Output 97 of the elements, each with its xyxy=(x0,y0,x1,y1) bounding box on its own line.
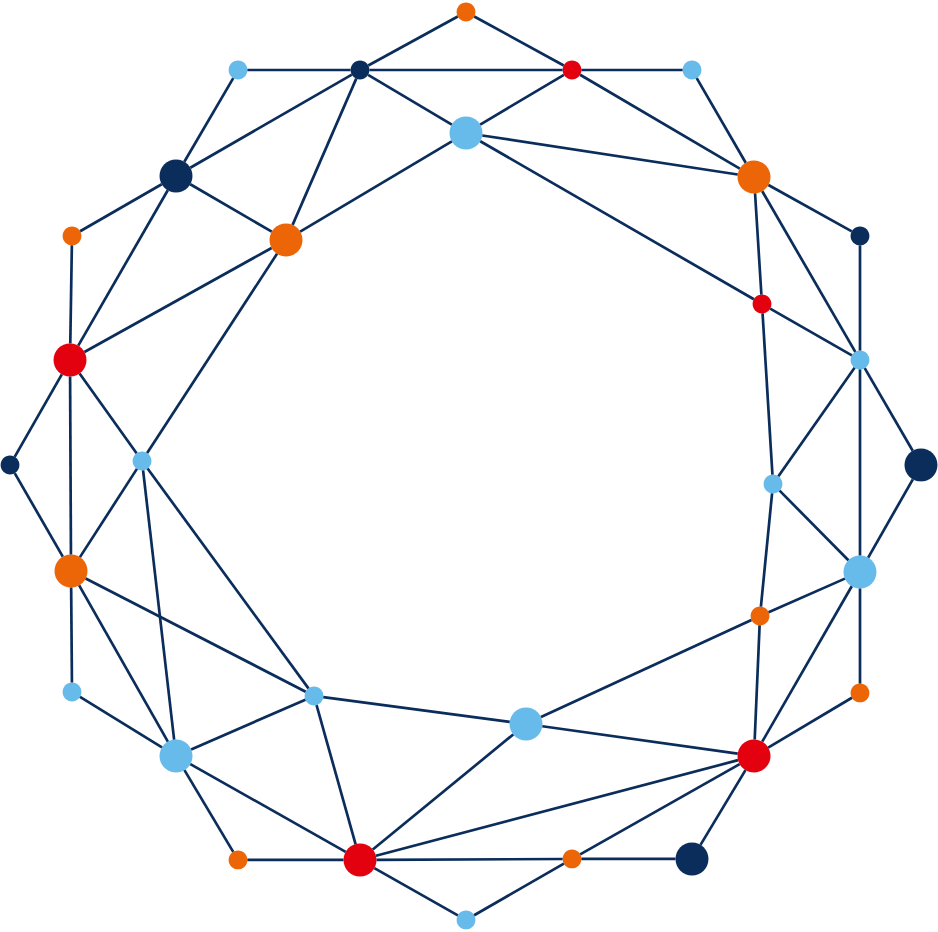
connector-line xyxy=(369,68,563,72)
connector-line xyxy=(299,140,453,233)
dot xyxy=(509,707,543,741)
connector-line xyxy=(247,68,351,72)
connector-line xyxy=(78,468,139,558)
connector-line xyxy=(141,470,176,740)
connector-line xyxy=(759,493,774,607)
connector-line xyxy=(767,696,853,749)
dot xyxy=(737,739,771,773)
dot xyxy=(850,226,870,246)
dot xyxy=(62,682,82,702)
connector-line xyxy=(373,866,459,917)
dot xyxy=(752,294,772,314)
dot xyxy=(449,116,483,150)
connector-line xyxy=(753,193,763,295)
dot xyxy=(850,683,870,703)
connector-line xyxy=(767,183,853,233)
connector-line xyxy=(13,373,63,458)
dot xyxy=(53,343,87,377)
dot xyxy=(843,555,877,589)
connector-line xyxy=(146,253,279,454)
connector-line xyxy=(190,698,306,751)
connector-line xyxy=(315,704,357,845)
dot xyxy=(675,842,709,876)
connector-line xyxy=(540,618,753,719)
dot xyxy=(62,226,82,246)
connector-line xyxy=(858,369,862,556)
dot xyxy=(0,455,20,475)
connector-line xyxy=(367,73,453,126)
connector-line xyxy=(863,367,914,452)
connector-line xyxy=(78,584,170,743)
dot xyxy=(350,60,370,80)
connector-line xyxy=(183,77,235,163)
dot xyxy=(456,910,476,930)
connector-line xyxy=(761,190,857,353)
dot xyxy=(343,843,377,877)
connector-line xyxy=(695,77,747,164)
dot xyxy=(763,474,783,494)
connector-line xyxy=(376,857,563,862)
dot xyxy=(562,60,582,80)
connector-line xyxy=(579,73,741,170)
connector-line xyxy=(769,307,853,357)
connector-line xyxy=(473,862,565,917)
connector-line xyxy=(323,695,510,724)
dot xyxy=(850,350,870,370)
dot xyxy=(682,60,702,80)
connector-line xyxy=(761,585,853,743)
connector-line xyxy=(367,15,459,67)
connector-line xyxy=(79,695,163,749)
dot xyxy=(269,223,303,257)
connector-line xyxy=(761,313,774,475)
connector-line xyxy=(777,366,856,478)
dot xyxy=(132,451,152,471)
connector-line xyxy=(68,245,74,344)
dot xyxy=(54,554,88,588)
connector-line xyxy=(581,857,676,861)
connector-line xyxy=(79,183,163,233)
dot xyxy=(159,159,193,193)
dot xyxy=(304,686,324,706)
connector-line xyxy=(753,625,761,740)
connector-line xyxy=(371,733,515,851)
connector-line xyxy=(189,762,347,854)
connector-line xyxy=(146,467,310,690)
connector-line xyxy=(858,245,862,351)
connector-line xyxy=(68,376,73,555)
connector-line xyxy=(78,372,138,455)
connector-line xyxy=(479,73,565,126)
connector-line xyxy=(183,769,235,853)
connector-line xyxy=(479,140,755,301)
dot xyxy=(904,448,938,482)
connector-line xyxy=(291,78,358,226)
connector-line xyxy=(473,15,565,67)
connector-line xyxy=(768,577,846,614)
dot xyxy=(737,160,771,194)
connector-line xyxy=(542,724,738,755)
dot xyxy=(228,60,248,80)
connector-line xyxy=(85,577,307,693)
connector-line xyxy=(77,189,169,347)
connector-line xyxy=(375,758,739,858)
connector-line xyxy=(189,183,273,233)
connector-line xyxy=(13,472,64,558)
connector-line xyxy=(699,769,747,846)
dot xyxy=(159,739,193,773)
dot xyxy=(562,849,582,869)
dot xyxy=(456,2,476,22)
connector-line xyxy=(778,489,850,562)
dot xyxy=(228,850,248,870)
connector-line xyxy=(247,858,344,862)
connector-line xyxy=(69,587,74,683)
connector-line xyxy=(579,762,741,856)
connector-line xyxy=(858,588,862,684)
connector-line xyxy=(581,68,683,72)
connector-line xyxy=(867,478,914,559)
connector-line xyxy=(482,134,738,176)
connector-line xyxy=(83,246,273,354)
connector-line xyxy=(189,73,353,169)
dot xyxy=(750,606,770,626)
